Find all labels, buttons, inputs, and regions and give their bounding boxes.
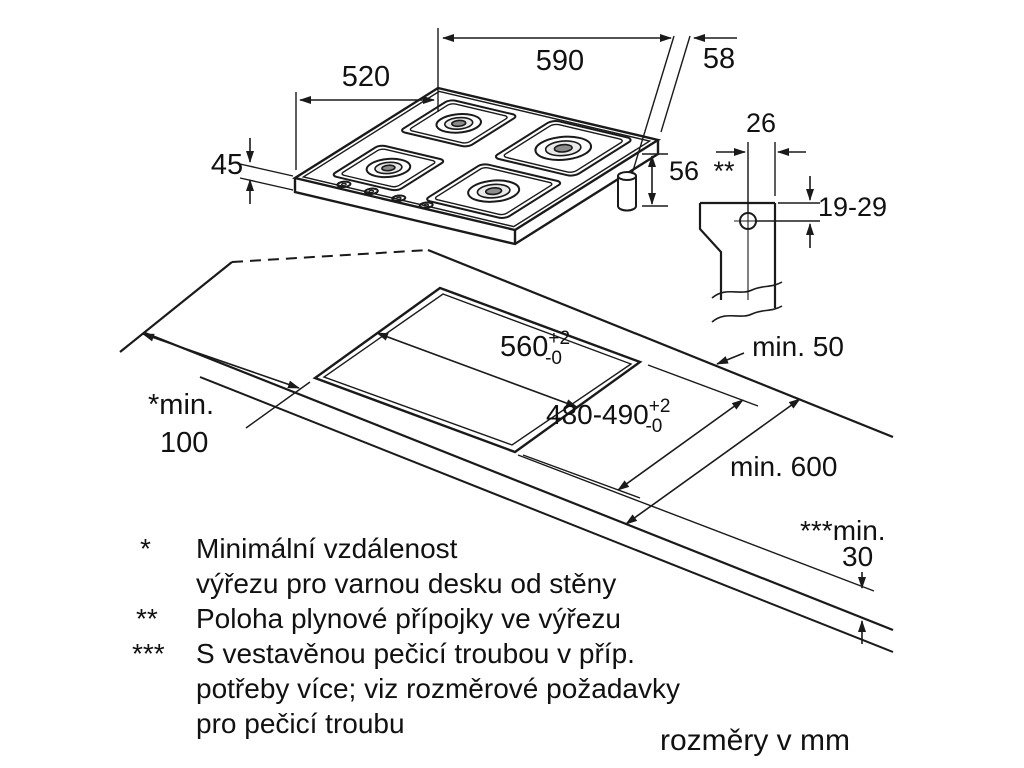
dim-label-45: 45 bbox=[211, 149, 243, 181]
dim-label-19-29: 19-29 bbox=[818, 192, 887, 222]
dim-label-min-30-value: 30 bbox=[842, 541, 873, 572]
worktop-left-edge bbox=[119, 261, 233, 353]
dim-label-min-100-star: *min. bbox=[148, 389, 214, 421]
gas-detail-section bbox=[698, 150, 783, 323]
dim-label-min-50: min. 50 bbox=[752, 331, 844, 362]
legend-marker-3: *** bbox=[132, 638, 165, 669]
dim-label-520: 520 bbox=[342, 61, 390, 93]
legend-line-4: S vestavěnou pečicí troubou v příp. bbox=[196, 638, 635, 669]
dim-label-56: 56 bbox=[669, 156, 699, 186]
worktop-front-thickness bbox=[199, 376, 894, 653]
dim-label-min-600: min. 600 bbox=[730, 451, 837, 482]
break-line-2 bbox=[711, 305, 783, 323]
dim-label-480-490: 480-490+2-0 bbox=[546, 396, 670, 437]
legend-marker-1: * bbox=[140, 533, 151, 564]
hob-top-surface bbox=[295, 88, 658, 230]
legend-line-1: Minimální vzdálenost bbox=[196, 533, 458, 564]
legend-line-2: výřezu pro varnou desku od stěny bbox=[196, 568, 616, 599]
dim-min-50 bbox=[716, 352, 745, 365]
dim-label-26: 26 bbox=[746, 108, 776, 138]
units-note: rozměry v mm bbox=[660, 724, 850, 757]
rear-edge-hidden-line bbox=[231, 249, 429, 263]
dimension-labels: 520 590 58 45 56 ** 26 19-29 560+2-0 480… bbox=[148, 43, 887, 572]
hob-inner-rim bbox=[303, 91, 649, 226]
burner-front-right bbox=[424, 163, 563, 219]
dim-label-min-30-star: ***min. bbox=[800, 515, 886, 546]
hob-drawing bbox=[293, 88, 660, 246]
legend-line-6: pro pečicí troubu bbox=[196, 708, 405, 739]
dim-min-600 bbox=[625, 398, 801, 525]
legend: * Minimální vzdálenost výřezu pro varnou… bbox=[132, 533, 850, 757]
burner-back-right bbox=[493, 120, 634, 177]
dim-label-560: 560+2-0 bbox=[500, 328, 570, 369]
dim-label-58: 58 bbox=[703, 43, 735, 75]
dim-label-min-100-value: 100 bbox=[160, 427, 208, 459]
burner-front-left bbox=[331, 145, 446, 191]
dim-min-100 bbox=[142, 333, 300, 389]
gas-connection-stub bbox=[617, 171, 637, 212]
worktop-surface bbox=[119, 248, 894, 653]
burner-back-left bbox=[399, 99, 518, 147]
legend-line-3: Poloha plynové přípojky ve výřezu bbox=[196, 603, 621, 634]
dim-label-56-marker: ** bbox=[713, 156, 735, 186]
break-line-1 bbox=[711, 281, 783, 299]
dim-label-590: 590 bbox=[536, 45, 584, 77]
dimension-lines bbox=[142, 28, 875, 644]
legend-line-5: potřeby více; viz rozměrové požadavky bbox=[196, 673, 680, 704]
legend-marker-2: ** bbox=[136, 603, 158, 634]
control-knobs bbox=[333, 181, 437, 209]
dim-560 bbox=[376, 332, 578, 408]
